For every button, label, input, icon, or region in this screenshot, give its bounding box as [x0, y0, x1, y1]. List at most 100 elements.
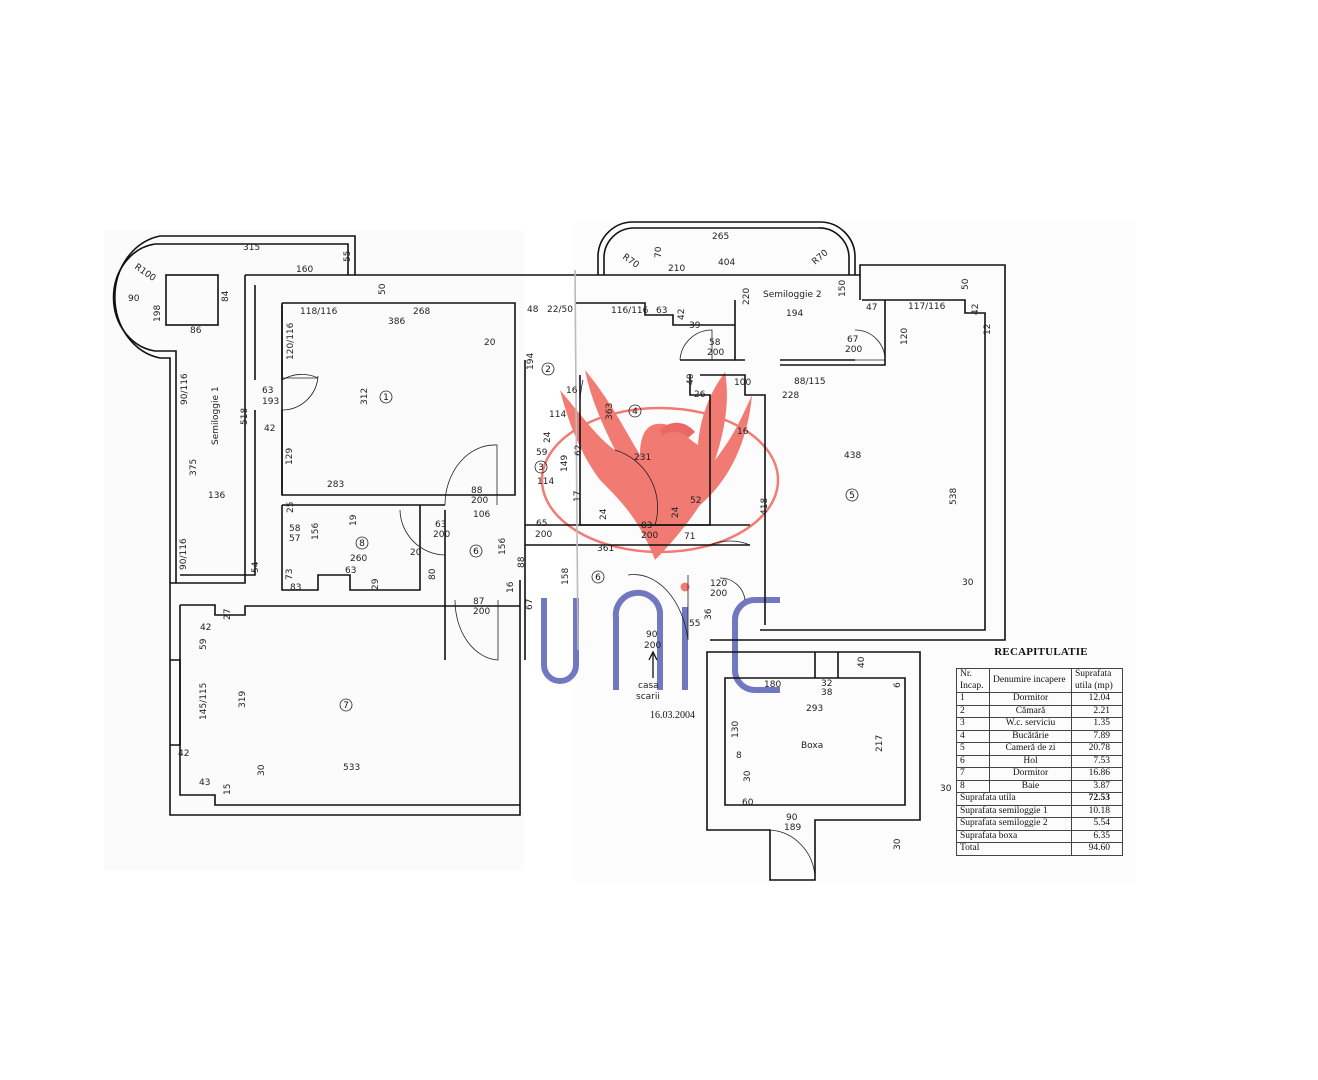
total-value: 94.60 [1071, 842, 1123, 856]
dimension: 63 [345, 566, 356, 576]
dimension: 312 [360, 388, 370, 405]
dimension: 220 [742, 288, 752, 305]
dimension: 38 [821, 688, 833, 698]
row-name: Dormitor [989, 767, 1072, 781]
row-nr: 8 [956, 779, 990, 793]
dimension: 60 [742, 798, 754, 808]
dimension: 29 [371, 578, 381, 590]
dimension: 58 [709, 338, 721, 348]
dimension-labels: 315 55 160 R100 90 198 84 86 50 118/116 … [128, 232, 993, 850]
row-area: 3.87 [1071, 779, 1123, 793]
row-name: Baie [989, 779, 1072, 793]
casa-scarii-label: scarii [636, 692, 660, 702]
total-label: Suprafata boxa [956, 829, 1072, 843]
header-area: Suprafata utila (mp) [1071, 668, 1123, 693]
row-nr: 2 [956, 704, 990, 718]
dimension: 30 [257, 764, 267, 776]
dimension: 217 [875, 735, 885, 752]
dimension: 386 [388, 317, 405, 327]
dimension: 90 [786, 813, 798, 823]
row-nr: 5 [956, 742, 990, 756]
semiloggie-1-label: Semiloggie 1 [211, 386, 221, 445]
dimension: 22/50 [547, 305, 573, 315]
dimension: 189 [784, 823, 801, 833]
row-name: Cameră de zi [989, 742, 1072, 756]
dimension: 120 [710, 579, 727, 589]
dimension: 90/116 [180, 373, 190, 405]
dimension: 17 [573, 491, 583, 502]
semiloggie-2-label: Semiloggie 2 [763, 290, 822, 300]
dimension: 198 [153, 305, 163, 322]
dimension: 30 [940, 784, 952, 794]
dimension: 193 [262, 397, 279, 407]
dimension: 129 [285, 448, 295, 465]
dimension: 26 [694, 390, 706, 400]
row-area: 7.53 [1071, 754, 1123, 768]
unic-letters [541, 589, 780, 693]
unic-logo-watermark [540, 370, 780, 693]
dimension: 70 [654, 246, 664, 258]
dimension: 319 [238, 691, 248, 708]
dimension: 194 [786, 309, 803, 319]
dimension: 55 [689, 619, 700, 629]
dimension: 83 [290, 583, 301, 593]
dimension: 84 [221, 290, 231, 302]
dimension: 106 [473, 510, 490, 520]
room-number: 3 [538, 463, 544, 473]
recap-title: RECAPITULATIE [994, 646, 1088, 658]
dimension: 42 [178, 749, 189, 759]
dimension: 62 [574, 445, 584, 456]
dimension: 20 [484, 338, 496, 348]
dimension: 24 [599, 508, 609, 520]
total-value: 72.53 [1071, 792, 1123, 806]
boxa-label: Boxa [801, 741, 823, 751]
dimension: 194 [526, 353, 536, 370]
room-number: 1 [383, 393, 389, 403]
dimension: 43 [199, 778, 210, 788]
dimension: 180 [764, 680, 781, 690]
dimension: 12 [983, 324, 993, 335]
dimension: 114 [537, 477, 554, 487]
row-area: 20.78 [1071, 742, 1123, 756]
walls-left-unit [112, 235, 575, 816]
total-value: 6.35 [1071, 829, 1123, 843]
dimension: 361 [597, 544, 614, 554]
walls-right-unit [525, 221, 1006, 881]
dimension: 438 [844, 451, 861, 461]
casa-scarii-label: casa [638, 681, 659, 691]
table-header-row: Nr. Incap. Denumire incapere Suprafata u… [956, 668, 1123, 693]
row-nr: 6 [956, 754, 990, 768]
room-number: 7 [343, 701, 349, 711]
dimension: 160 [296, 265, 313, 275]
row-area: 7.89 [1071, 729, 1123, 743]
row-area: 16.86 [1071, 767, 1123, 781]
dimension: 32 [821, 679, 832, 689]
dimension: 19 [349, 514, 359, 526]
dimension: 83 [641, 521, 652, 531]
dimension: 200 [535, 530, 552, 540]
dimension: 117/116 [908, 302, 946, 312]
dimension: 90 [646, 630, 658, 640]
room-number: 6 [595, 573, 601, 583]
dimension: 130 [731, 721, 741, 738]
room-number: 8 [359, 539, 365, 549]
dimension: 36 [704, 608, 714, 620]
dimension: 6 [893, 682, 903, 688]
dimension: 116/116 [611, 306, 649, 316]
header-name: Denumire incapere [989, 668, 1072, 693]
dimension: 59 [536, 448, 548, 458]
dimension: 283 [327, 480, 344, 490]
dimension: 231 [634, 453, 651, 463]
dimension: 156 [311, 523, 321, 540]
dimension: 375 [189, 459, 199, 476]
row-name: Hol [989, 754, 1072, 768]
dimension: 20 [410, 548, 422, 558]
total-label: Suprafata semiloggie 1 [956, 804, 1072, 818]
